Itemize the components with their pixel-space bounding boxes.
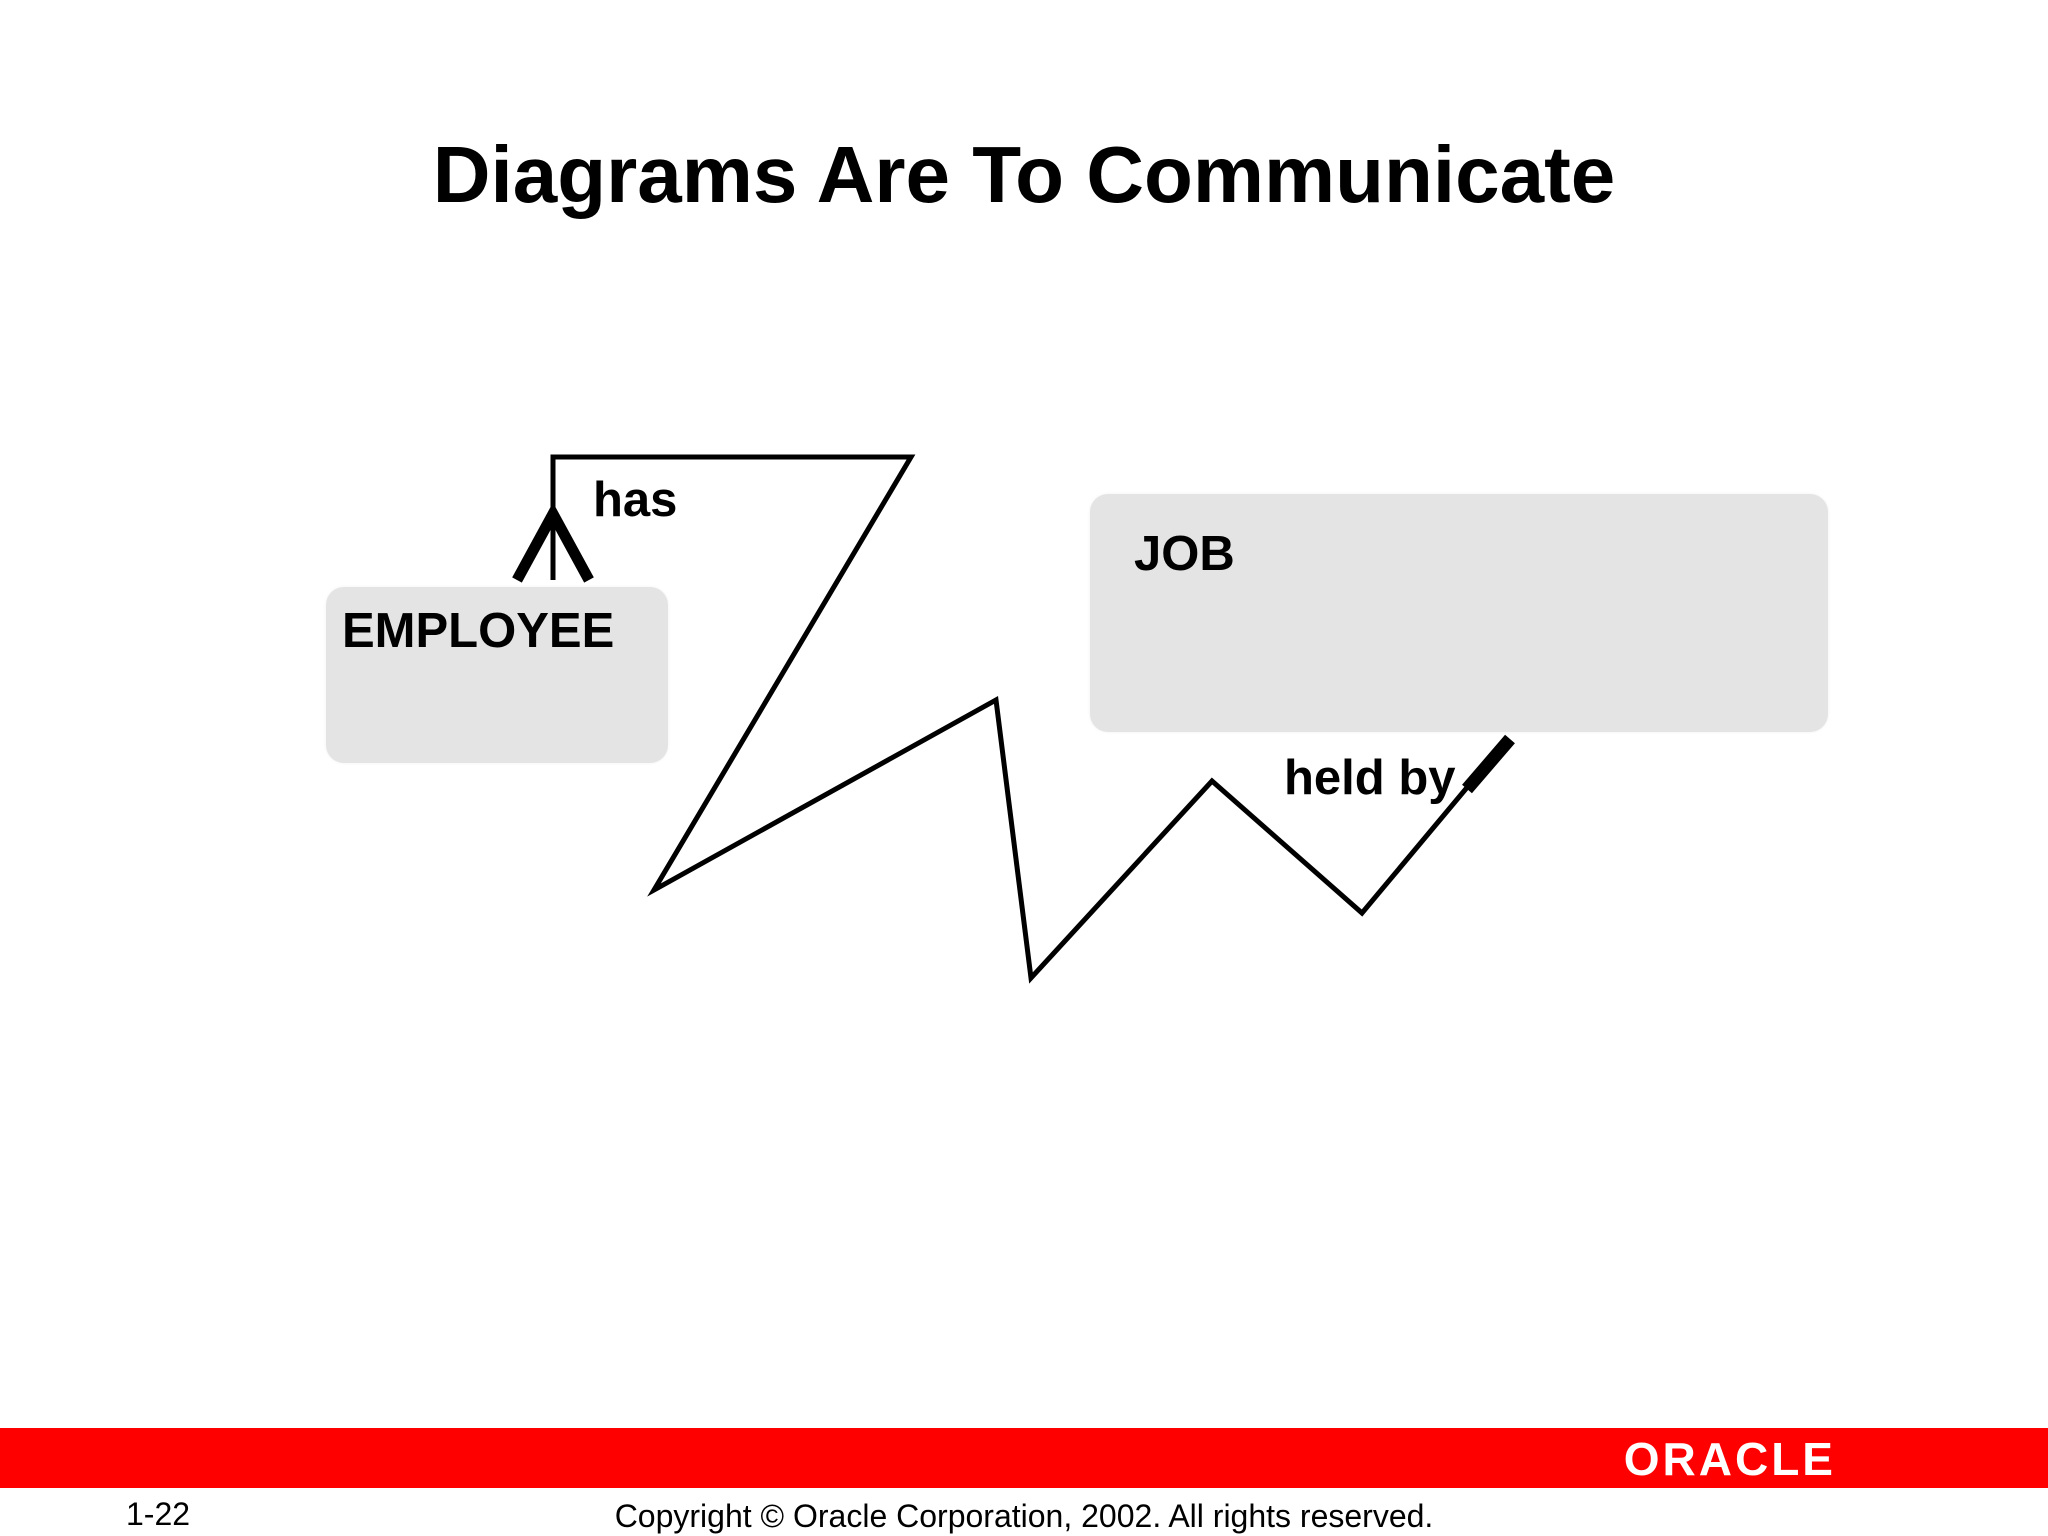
page-number: 1-22 — [126, 1496, 191, 1532]
relationship-label-has: has — [593, 473, 678, 527]
entity-employee: EMPLOYEE — [326, 587, 668, 763]
entity-job: JOB — [1090, 494, 1828, 732]
one-cardinality-marker — [1462, 734, 1515, 794]
entity-job-label: JOB — [1134, 527, 1235, 581]
entity-employee-label: EMPLOYEE — [342, 604, 615, 658]
relationship-label-held-by: held by — [1284, 751, 1456, 805]
oracle-logo: ORACLE — [1623, 1433, 1836, 1485]
slide-title: Diagrams Are To Communicate — [432, 130, 1616, 219]
footer-bar: ORACLE — [0, 1428, 2048, 1488]
copyright-notice: Copyright © Oracle Corporation, 2002. Al… — [614, 1498, 1434, 1534]
crows-foot-marker — [512, 502, 594, 583]
